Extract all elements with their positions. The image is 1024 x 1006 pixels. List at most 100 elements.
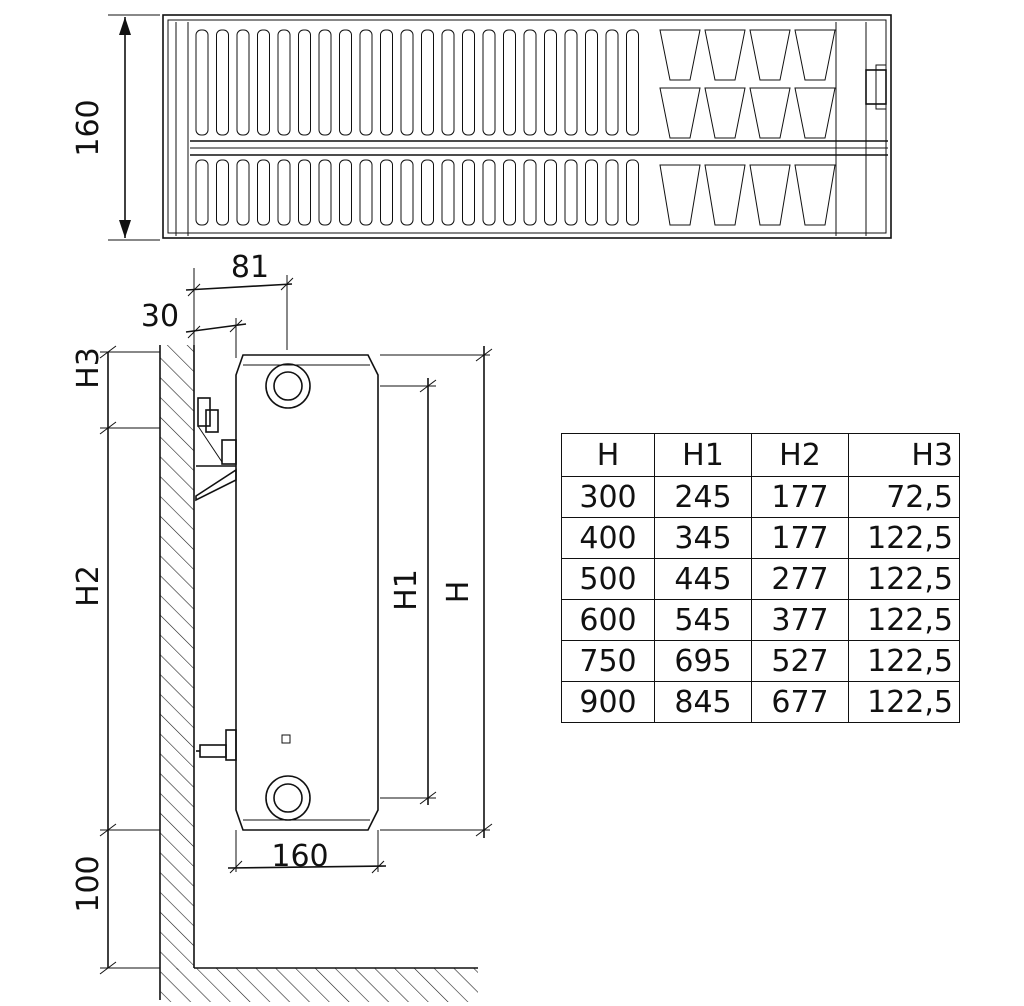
dimension-81-label: 81	[231, 250, 269, 285]
fin	[236, 159, 250, 226]
profile-wave	[659, 87, 701, 139]
table-cell: 545	[654, 599, 752, 641]
dimensions-table: H H1 H2 H3 300 245 177 72,5 400 345 177 …	[561, 433, 960, 723]
fin	[503, 159, 516, 226]
fin	[380, 159, 393, 226]
fin	[421, 29, 434, 136]
fin	[359, 29, 373, 136]
fin	[585, 159, 598, 226]
fin	[421, 159, 434, 226]
table-row: 500 445 277 122,5	[561, 558, 960, 600]
profile-wave	[794, 164, 836, 226]
table-cell: 445	[654, 558, 752, 600]
profile-wave	[794, 87, 836, 139]
table-cell: 377	[751, 599, 849, 641]
fin	[257, 29, 270, 136]
fin	[339, 29, 352, 136]
panel-profile	[659, 29, 836, 226]
dimension-h2-label: H2	[71, 565, 106, 607]
dimension-160-label: 160	[271, 839, 328, 874]
convector-fins	[195, 29, 639, 226]
fin	[298, 29, 311, 136]
table-cell: 72,5	[848, 476, 960, 518]
fin	[236, 29, 250, 136]
fin	[626, 159, 639, 226]
table-cell: 122,5	[848, 640, 960, 682]
table-cell: 750	[561, 640, 655, 682]
fin	[195, 29, 209, 136]
profile-wave	[704, 164, 746, 226]
fin	[462, 29, 475, 136]
fin	[585, 29, 598, 136]
dimension-100-label: 100	[71, 855, 106, 912]
table-cell: 900	[561, 681, 655, 723]
dimension-h-label: H	[441, 581, 476, 604]
fin	[605, 29, 619, 136]
dimension-30-label: 30	[141, 299, 179, 334]
table-header-row: H H1 H2 H3	[561, 433, 960, 477]
fin	[503, 29, 516, 136]
table-cell: 695	[654, 640, 752, 682]
table-cell: 122,5	[848, 599, 960, 641]
fin	[298, 159, 311, 226]
fin	[626, 29, 639, 136]
fin	[400, 29, 414, 136]
fin	[564, 159, 578, 226]
profile-wave	[659, 29, 701, 81]
table-cell: 527	[751, 640, 849, 682]
fin	[441, 159, 455, 226]
table-cell: 177	[751, 476, 849, 518]
profile-wave	[749, 29, 791, 81]
fin	[544, 159, 557, 226]
fin	[564, 29, 578, 136]
profile-wave	[704, 87, 746, 139]
fin	[318, 159, 332, 226]
fin	[318, 29, 332, 136]
dimension-160-line	[227, 865, 387, 869]
fin	[544, 29, 557, 136]
fin	[523, 29, 537, 136]
fin	[482, 29, 496, 136]
table-row: 750 695 527 122,5	[561, 640, 960, 682]
fin	[277, 29, 291, 136]
fin	[195, 159, 209, 226]
profile-wave	[704, 29, 746, 81]
fin	[523, 159, 537, 226]
upper-connection-icon	[265, 363, 311, 409]
dimension-h3-label: H3	[71, 347, 106, 389]
profile-wave	[659, 164, 701, 226]
top-view: 160	[71, 14, 892, 241]
side-view: 81 30 H3 H2 100 160 H1	[71, 250, 493, 1002]
table-cell: 345	[654, 517, 752, 559]
table-cell: 122,5	[848, 517, 960, 559]
table-cell: 122,5	[848, 558, 960, 600]
fin	[257, 159, 270, 226]
fin	[216, 29, 229, 136]
fin	[277, 159, 291, 226]
profile-wave	[749, 87, 791, 139]
table-cell: 245	[654, 476, 752, 518]
floor-section	[160, 968, 478, 1002]
wall-section	[160, 345, 194, 970]
table-cell: 677	[751, 681, 849, 723]
table-cell: 845	[654, 681, 752, 723]
fin	[339, 159, 352, 226]
fin	[482, 159, 496, 226]
column-header-h3: H3	[848, 433, 960, 477]
table-cell: 300	[561, 476, 655, 518]
fin	[400, 159, 414, 226]
radiator-top-outline	[162, 14, 892, 239]
table-cell: 277	[751, 558, 849, 600]
table-cell: 500	[561, 558, 655, 600]
table-row: 300 245 177 72,5	[561, 476, 960, 518]
fin	[441, 29, 455, 136]
lower-bracket-icon	[196, 729, 237, 761]
table-cell: 122,5	[848, 681, 960, 723]
dimension-81-line	[185, 283, 293, 291]
fin	[605, 159, 619, 226]
dimension-h1-label: H1	[389, 569, 424, 611]
fin	[216, 159, 229, 226]
column-header-h: H	[561, 433, 655, 477]
column-header-h2: H2	[751, 433, 849, 477]
